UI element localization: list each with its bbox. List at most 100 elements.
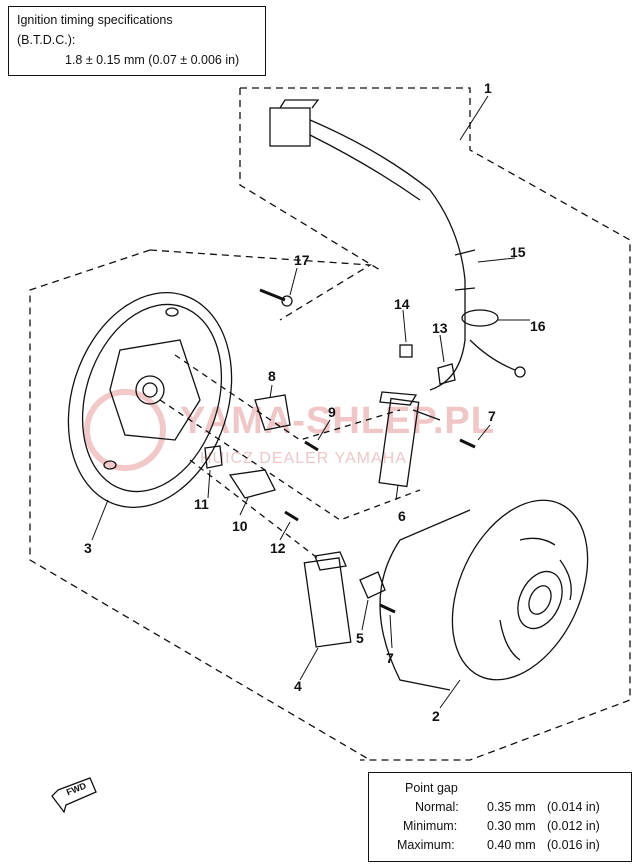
gap-row-minimum-mm: 0.30 mm <box>487 819 536 833</box>
callout-1: 1 <box>484 80 492 96</box>
stator-bracket <box>109 339 201 441</box>
gap-row-normal-in: (0.014 in) <box>547 800 600 814</box>
dashed-frame-right <box>240 87 631 761</box>
leader-4 <box>299 647 319 681</box>
stator-hub-hole <box>142 382 158 398</box>
callout-3: 3 <box>84 540 92 556</box>
bracket-5 <box>359 571 386 599</box>
flywheel-hub-bore <box>528 585 552 615</box>
callout-7b: 7 <box>386 650 394 666</box>
stator-plate <box>67 291 233 509</box>
watermark-sub: HUICZ DEALER YAMAHA <box>200 450 407 467</box>
stator-slot-top <box>165 307 179 317</box>
callout-9: 9 <box>328 404 336 420</box>
ground-lead <box>469 339 516 371</box>
leader-5 <box>361 599 369 631</box>
ground-terminal <box>514 366 526 378</box>
clamp-13 <box>437 363 456 385</box>
screw-7a <box>459 438 476 449</box>
leader-7a <box>477 424 491 441</box>
callout-15: 15 <box>510 244 526 260</box>
harness-sleeve-bottom <box>454 287 476 291</box>
stator-plate-inner <box>81 303 223 493</box>
leader-3 <box>91 499 109 541</box>
point-gap-title: Point gap <box>405 781 458 795</box>
leader-9 <box>317 419 331 441</box>
watermark-logo-icon <box>84 389 166 471</box>
grommet <box>461 309 499 327</box>
callout-2: 2 <box>432 708 440 724</box>
callout-12: 12 <box>270 540 286 556</box>
leader-14 <box>402 309 407 343</box>
leader-17 <box>289 267 298 296</box>
callout-4: 4 <box>294 678 302 694</box>
connector-block <box>269 107 311 147</box>
callout-5: 5 <box>356 630 364 646</box>
dashed-frame-top <box>149 249 373 321</box>
spec-subtitle: (B.T.D.C.): <box>17 33 76 47</box>
flywheel-window-2 <box>499 619 521 661</box>
nut-14 <box>399 344 413 358</box>
fwd-arrow-icon <box>51 777 97 814</box>
stator-hub <box>135 375 165 405</box>
gap-row-minimum-label: Minimum: <box>403 819 458 833</box>
screw-12 <box>284 510 299 522</box>
leader-11 <box>207 469 211 499</box>
leader-12 <box>279 521 291 541</box>
gap-row-normal-label: Normal: <box>415 800 459 814</box>
dashed-guide-1 <box>174 354 401 441</box>
coil-top <box>314 551 347 571</box>
flywheel-window-3 <box>519 537 556 546</box>
callout-16: 16 <box>530 318 546 334</box>
callout-13: 13 <box>432 320 448 336</box>
screw-9 <box>304 440 319 452</box>
callout-14: 14 <box>394 296 410 312</box>
cam-plate-11 <box>204 445 223 469</box>
screw-7b <box>379 603 396 614</box>
condenser-lead <box>412 409 441 421</box>
harness-cable-2 <box>309 134 421 201</box>
leader-8 <box>269 384 273 399</box>
spec-value: 1.8 ± 0.15 mm (0.07 ± 0.006 in) <box>65 53 240 67</box>
leader-13 <box>439 334 445 363</box>
callout-7a: 7 <box>488 408 496 424</box>
gap-row-maximum-mm: 0.40 mm <box>487 838 536 852</box>
condenser-top <box>379 391 418 406</box>
leader-15 <box>477 257 516 263</box>
callout-17: 17 <box>294 252 310 268</box>
leader-7b <box>389 614 393 649</box>
watermark-main: YAMA-SHLEP.PL <box>180 400 495 442</box>
stator-slot-bottom <box>103 460 117 470</box>
ignition-timing-box: Ignition timing specifications (B.T.D.C.… <box>8 6 266 76</box>
condenser <box>378 397 420 488</box>
screw-17 <box>259 288 286 302</box>
contact-breaker-8 <box>254 394 291 431</box>
ignition-coil <box>303 557 352 648</box>
gap-row-maximum-in: (0.016 in) <box>547 838 600 852</box>
leader-2 <box>439 679 461 709</box>
dashed-frame-upper <box>239 88 381 271</box>
screw-17-head <box>281 295 293 307</box>
gap-row-normal-mm: 0.35 mm <box>487 800 536 814</box>
gap-row-maximum-label: Maximum: <box>397 838 455 852</box>
leader-6 <box>395 484 399 501</box>
flywheel-window-1 <box>559 559 572 601</box>
flywheel-face <box>451 499 589 681</box>
leader-10 <box>239 497 249 516</box>
connector-top <box>279 99 320 109</box>
callout-8: 8 <box>268 368 276 384</box>
contact-breaker-10 <box>228 469 276 499</box>
flywheel-hub <box>517 570 563 630</box>
point-gap-box: Point gap Normal: 0.35 mm (0.014 in) Min… <box>368 772 632 862</box>
dashed-guide-3 <box>189 459 321 561</box>
leader-1 <box>459 95 489 141</box>
callout-11: 11 <box>194 496 209 512</box>
dashed-frame-left <box>29 249 371 761</box>
callout-10: 10 <box>232 518 248 534</box>
harness-sleeve-top <box>454 249 476 256</box>
callout-6: 6 <box>398 508 406 524</box>
spec-title: Ignition timing specifications <box>17 13 173 27</box>
harness-cable <box>309 119 466 391</box>
gap-row-minimum-in: (0.012 in) <box>547 819 600 833</box>
